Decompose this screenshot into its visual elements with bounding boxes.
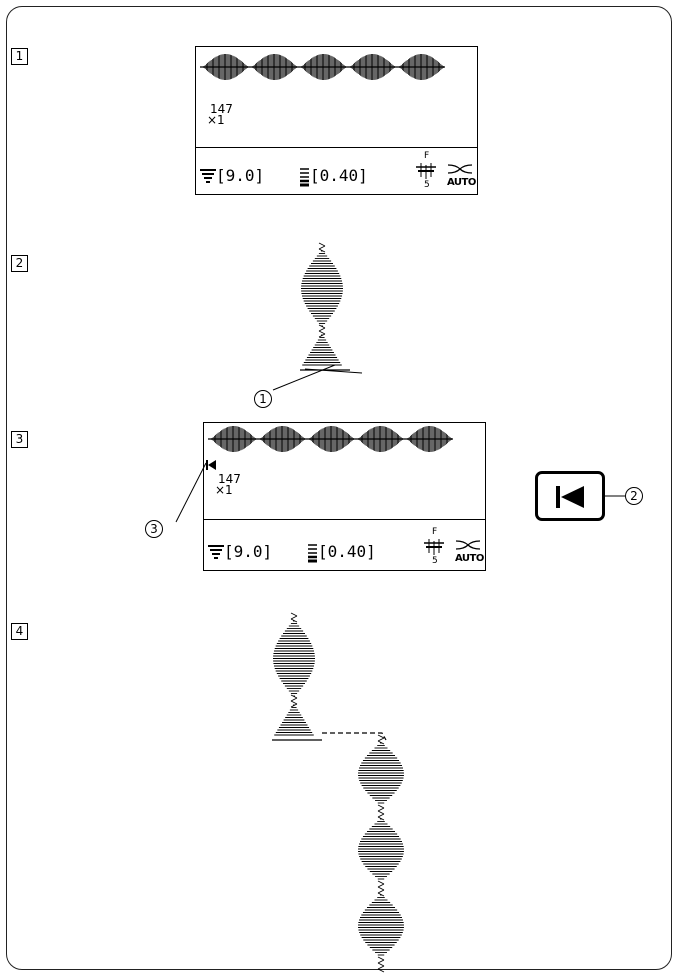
callout-1: 1: [254, 390, 272, 408]
stitched-motif: [300, 242, 350, 371]
step-label-2: 2: [11, 255, 28, 272]
stitched-motif-repeat: [358, 734, 404, 973]
foot-letter: F: [424, 151, 430, 161]
repeat-count: ×1: [215, 483, 233, 497]
thread-tension-icon: [447, 164, 473, 174]
callout-3: 3: [145, 520, 163, 538]
step-label-1: 1: [11, 48, 28, 65]
stitch-length-value: [0.40]: [310, 166, 368, 185]
stitched-motif-first: [272, 612, 322, 741]
auto-label: AUTO: [447, 177, 476, 188]
repeat-count: ×1: [207, 113, 225, 127]
step-label-4: 4: [11, 623, 28, 640]
step-label-3: 3: [11, 431, 28, 448]
foot-number: 5: [432, 556, 438, 566]
pattern-number: 147: [218, 472, 241, 486]
lcd-divider: [204, 519, 485, 520]
auto-label: AUTO: [455, 553, 484, 564]
stitch-length-value: [0.40]: [318, 542, 376, 561]
stitch-width-value: [9.0]: [216, 166, 265, 185]
length-icon: [308, 544, 317, 563]
thread-tension-icon: [455, 540, 481, 550]
foot-letter: F: [432, 527, 438, 537]
presser-foot-icon: [424, 539, 444, 555]
lcd-screen-3: 147 ×1 [9.0] [0.40] F 5 AUT: [203, 422, 486, 571]
restart-marker-icon: [206, 460, 216, 470]
stitch-pattern-preview: [208, 426, 453, 452]
lcd-divider: [196, 147, 477, 148]
stitch-pattern-preview: [200, 54, 445, 80]
lcd-status-bar: [9.0] [0.40] F 5 AUTO: [204, 527, 485, 570]
pattern-number: 147: [210, 102, 233, 116]
callout-2: 2: [625, 487, 643, 505]
instruction-page: [6, 6, 672, 970]
lcd-status-bar: [9.0] [0.40] F 5 AUTO: [196, 151, 477, 194]
width-icon: [200, 169, 216, 183]
foot-number: 5: [424, 180, 430, 190]
width-icon: [208, 545, 224, 559]
restart-pattern-icon: [556, 486, 584, 508]
presser-foot-icon: [416, 163, 436, 179]
restart-pattern-button[interactable]: [535, 471, 605, 521]
stitch-width-value: [9.0]: [224, 542, 273, 561]
length-icon: [300, 168, 309, 187]
lcd-screen-1: 147 ×1 [9.0] [0.40] F 5 AUT: [195, 46, 478, 195]
